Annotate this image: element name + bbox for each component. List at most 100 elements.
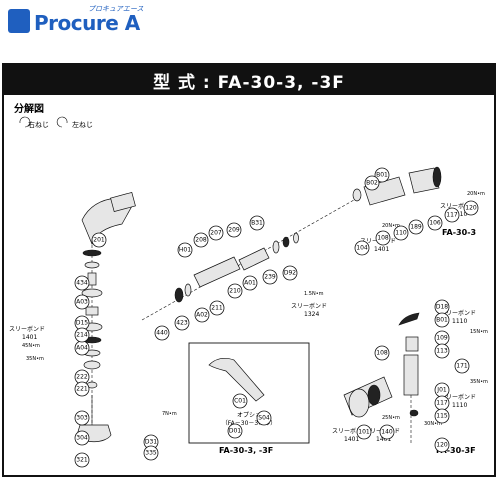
head-assembly [76,191,136,443]
part-number: 110 [395,230,407,237]
part-callout: 208 [193,232,209,248]
part-callout: 104 [354,240,370,256]
section-heading: 分解図 [14,102,44,115]
part-callout: D92 [282,265,298,281]
part-number: J01 [436,387,447,394]
svg-text:スリーボンド: スリーボンド [440,393,476,401]
part-number: B01 [376,172,388,179]
part-callout: 207 [208,225,224,241]
part-number: 221 [76,386,88,393]
part-callout: D15 [74,315,90,331]
part-number: 304 [76,435,88,442]
svg-text:1401: 1401 [376,436,391,443]
legend-right: 右ねじ [28,120,49,129]
option-handle [208,358,265,402]
svg-text:スリーボンド: スリーボンド [440,202,476,210]
spindle-assembly [141,199,355,321]
part-callout: 201 [91,232,107,248]
part-number: 335 [145,450,157,457]
part-number: 106 [429,220,441,227]
part-callout: 120 [463,200,479,216]
part-number: B02 [366,180,378,187]
torque-label: 35N•m [470,379,488,385]
part-number: 113 [436,348,448,355]
part-callout: 209 [226,222,242,238]
left-thread-icon [56,116,68,128]
part-callout: 304 [74,430,90,446]
part-number: 189 [410,224,422,231]
model-label-fa-30-3-3f: FA-30-3, -3F [219,446,273,455]
part-number: A02 [196,312,208,319]
part-number: 210 [229,288,241,295]
svg-text:スリーボンド: スリーボンド [440,309,476,317]
option-box [188,342,310,444]
torque-label: 20N•m [467,191,485,197]
torque-label: 15N•m [470,329,488,335]
part-callout: A02 [194,307,210,323]
part-callout: J01 [434,382,450,398]
part-number: H01 [179,247,191,254]
part-number: 303 [76,415,88,422]
option-note: （FA－30－3のみ） [222,420,276,427]
part-callout: 189 [408,219,424,235]
torque-label: 25N•m [382,415,400,421]
bond-callout: スリーボンド 1324 [291,302,327,318]
part-number: 211 [211,305,223,312]
bond-callout: スリーボンド 1110 [440,309,476,325]
bond-callout: スリーボンド 1110 [440,202,476,218]
part-callout: D01 [227,423,243,439]
part-number: 108 [376,350,388,357]
bond-callout: スリーボンド 1401 [332,427,368,443]
handle-assembly-3 [352,166,442,206]
part-callout: 423 [174,315,190,331]
part-callout: 106 [427,215,443,231]
brand-kana: プロキュアエース [88,5,144,13]
brand-name: Procure A [34,11,140,35]
part-number: 214 [76,332,88,339]
parts-sheet: 型 式 : FA-30-3, -3F 分解図 右ねじ 左ねじ [2,63,496,477]
part-number: 207 [210,230,222,237]
part-callout: 440 [154,325,170,341]
part-callout: A01 [242,275,258,291]
part-callout: A03 [74,294,90,310]
svg-text:1401: 1401 [374,246,389,253]
part-callout: 108 [374,345,390,361]
torque-label: 1.5N•m [304,291,324,297]
part-number: B01 [436,317,448,324]
part-number: D15 [76,320,88,327]
part-callout: D31 [143,434,159,450]
bond-callout: スリーボンド 1110 [440,393,476,409]
part-number: 117 [436,400,448,407]
torque-label: 45N•m [22,343,40,349]
part-number: 434 [76,280,88,287]
svg-text:1110: 1110 [452,211,467,218]
part-number: 222 [76,374,88,381]
part-callout: A04 [74,340,90,356]
torque-label: 20N•m [382,223,400,229]
part-callout: 211 [209,300,225,316]
part-number: 423 [176,320,188,327]
part-number: D18 [436,304,448,311]
part-number: 109 [436,335,448,342]
part-callout: 120 [434,437,450,453]
svg-text:1324: 1324 [304,311,319,318]
right-thread-icon [19,116,31,128]
part-callout: 321 [74,452,90,468]
part-number: D01 [229,428,241,435]
part-number: A04 [76,345,88,352]
part-number: 440 [156,330,168,337]
part-callout: H01 [177,242,193,258]
part-number: A03 [76,299,88,306]
part-number: 120 [465,205,477,212]
part-callout: 239 [262,269,278,285]
bond-callout: スリーボンド 1401 [9,325,45,341]
part-callout: 101 [356,424,372,440]
part-callout: C01 [232,393,248,409]
svg-text:スリーボンド: スリーボンド [9,325,45,333]
part-number: D92 [284,270,296,277]
part-callout: 140 [379,424,395,440]
part-number: 171 [456,363,468,370]
brand-logo: プロキュアエース Procure A [8,5,178,39]
svg-text:1110: 1110 [452,402,467,409]
legend-left: 左ねじ [72,120,93,129]
